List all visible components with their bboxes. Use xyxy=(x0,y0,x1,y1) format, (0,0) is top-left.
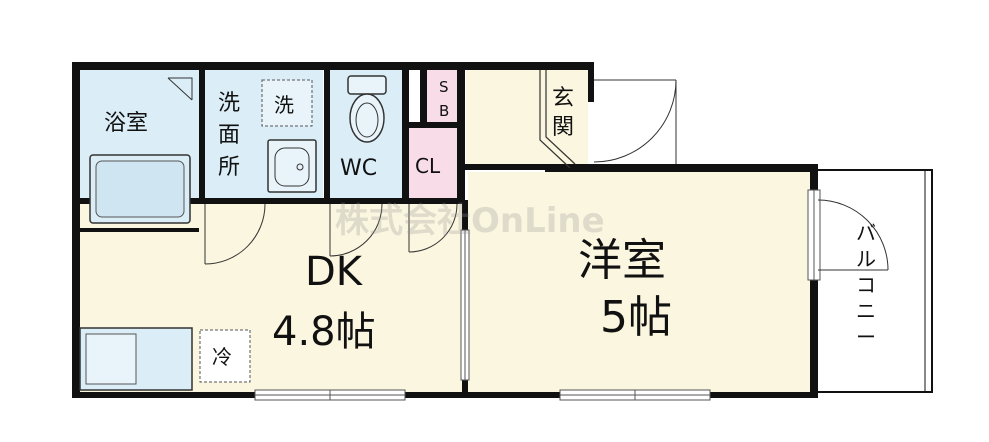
entrance-floor xyxy=(466,70,588,168)
bath-corner-mark xyxy=(168,77,193,100)
western-name: 洋室 xyxy=(578,235,666,286)
dk-size: 4.8帖 xyxy=(272,309,376,355)
dk-name: DK xyxy=(305,249,364,295)
sliding-door-dk-western xyxy=(460,229,470,381)
western-floor xyxy=(468,172,810,392)
fridge-space xyxy=(199,329,251,383)
entrance-label-1: 玄 xyxy=(552,86,574,111)
bath-label: 浴室 xyxy=(104,111,148,136)
bathtub xyxy=(89,154,191,224)
storage-label-1: S xyxy=(439,78,449,96)
balcony-label-5: ー xyxy=(856,325,876,349)
balcony-outline xyxy=(818,169,933,393)
window-bottom-dk xyxy=(254,389,406,401)
balcony-label-3: コ xyxy=(856,273,876,297)
watermark: 株式会社OnLine xyxy=(335,201,605,241)
washer-space xyxy=(261,79,313,127)
window-bottom-western xyxy=(559,389,711,401)
washroom-label-3: 所 xyxy=(218,155,240,180)
closet-floor xyxy=(409,128,463,198)
fridge-label: 冷 xyxy=(212,345,232,369)
door-closet xyxy=(408,203,458,253)
entrance-step xyxy=(539,70,576,169)
toilet xyxy=(347,75,387,143)
balcony-label-1: バ xyxy=(856,221,876,245)
wc-label: WC xyxy=(340,156,377,181)
kitchen-counter xyxy=(79,327,193,391)
door-wc xyxy=(329,203,383,257)
washer-label: 洗 xyxy=(274,93,294,117)
balcony-label-4: ニ xyxy=(856,299,876,323)
washroom-label-2: 面 xyxy=(218,123,240,148)
door-washroom xyxy=(204,203,266,265)
washroom-label-1: 洗 xyxy=(218,91,240,116)
balcony-floor xyxy=(822,170,932,392)
western-size: 5帖 xyxy=(600,292,672,343)
balcony-sliding-door xyxy=(807,189,821,281)
entrance-label-2: 関 xyxy=(552,115,574,140)
closet-label: CL xyxy=(415,154,441,178)
door-entrance xyxy=(593,79,677,164)
door-balcony-swing xyxy=(817,199,889,271)
balcony-label-2: ル xyxy=(856,247,876,271)
wash-basin xyxy=(267,139,317,193)
storage-label-2: B xyxy=(439,102,449,120)
